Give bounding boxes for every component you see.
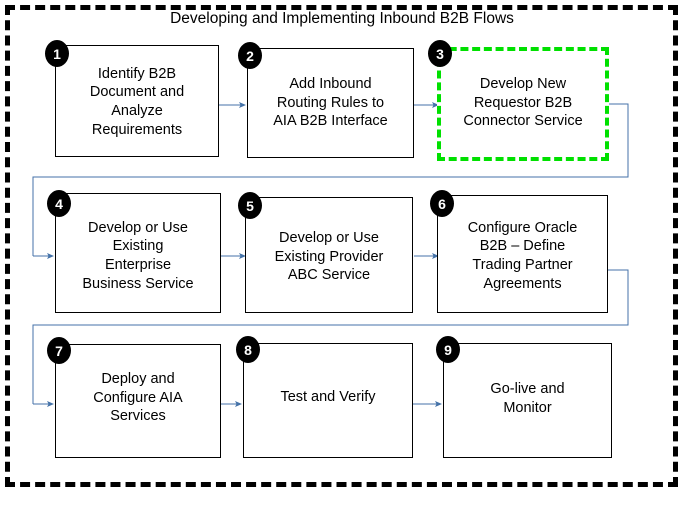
step-1-line-2: Document and	[89, 84, 185, 101]
step-3-label: Develop New Requestor B2B Connector Serv…	[441, 75, 605, 131]
step-6-line-1: Configure Oracle	[467, 219, 578, 236]
step-badge-2: 2	[238, 42, 262, 69]
step-9-line-2: Monitor	[503, 399, 552, 416]
step-9-line-1: Go-live and	[490, 380, 565, 397]
step-5-line-3: ABC Service	[287, 267, 371, 284]
step-1-label: Identify B2B Document and Analyze Requir…	[56, 65, 218, 139]
step-7-line-2: Configure AIA	[93, 389, 183, 406]
step-box-9[interactable]: Go-live and Monitor	[443, 343, 612, 458]
step-badge-8: 8	[236, 336, 260, 363]
step-9-label: Go-live and Monitor	[444, 380, 611, 417]
step-8-line-1: Test and Verify	[280, 389, 376, 406]
step-1-line-4: Requirements	[91, 121, 183, 138]
step-5-label: Develop or Use Existing Provider ABC Ser…	[246, 229, 412, 285]
step-3-line-3: Connector Service	[463, 113, 583, 130]
step-4-line-2: Existing	[112, 238, 164, 255]
step-6-line-3: Trading Partner	[472, 257, 573, 273]
step-box-5[interactable]: Develop or Use Existing Provider ABC Ser…	[245, 197, 413, 313]
step-badge-9: 9	[436, 336, 460, 363]
step-4-label: Develop or Use Existing Enterprise Busin…	[56, 219, 220, 293]
step-badge-1: 1	[45, 40, 69, 67]
step-3-line-2: Requestor B2B	[473, 94, 573, 111]
step-7-line-1: Deploy and	[101, 371, 175, 388]
step-badge-6: 6	[430, 190, 454, 217]
step-box-2[interactable]: Add Inbound Routing Rules to AIA B2B Int…	[247, 48, 414, 158]
step-box-7[interactable]: Deploy and Configure AIA Services	[55, 344, 221, 458]
step-2-line-3: AIA B2B Interface	[273, 113, 388, 130]
outer-dashed-frame	[5, 5, 678, 487]
step-7-line-3: Services	[110, 408, 166, 425]
step-4-line-1: Develop or Use	[88, 219, 188, 236]
step-5-line-1: Develop or Use	[279, 230, 379, 247]
step-4-line-3: Enterprise	[104, 257, 172, 273]
step-5-line-2: Existing Provider	[274, 248, 384, 265]
step-6-line-2: B2B – Define	[479, 238, 566, 255]
step-1-line-1: Identify B2B	[97, 65, 177, 82]
step-2-line-1: Add Inbound	[289, 76, 372, 93]
step-8-label: Test and Verify	[244, 388, 412, 407]
step-6-label: Configure Oracle B2B – Define Trading Pa…	[438, 219, 607, 293]
diagram-title: Developing and Implementing Inbound B2B …	[170, 10, 514, 27]
step-box-1[interactable]: Identify B2B Document and Analyze Requir…	[55, 45, 219, 157]
step-badge-4: 4	[47, 190, 71, 217]
step-box-6[interactable]: Configure Oracle B2B – Define Trading Pa…	[437, 195, 608, 313]
step-2-line-2: Routing Rules to	[276, 94, 385, 111]
step-badge-5: 5	[238, 192, 262, 219]
step-4-line-4: Business Service	[82, 275, 194, 292]
step-badge-3: 3	[428, 40, 452, 67]
step-badge-7: 7	[47, 337, 71, 364]
step-2-label: Add Inbound Routing Rules to AIA B2B Int…	[248, 75, 413, 131]
step-6-line-4: Agreements	[483, 275, 562, 292]
step-3-line-1: Develop New	[479, 76, 567, 93]
step-1-line-3: Analyze	[111, 103, 163, 119]
step-box-8[interactable]: Test and Verify	[243, 343, 413, 458]
step-7-label: Deploy and Configure AIA Services	[56, 370, 220, 426]
step-box-4[interactable]: Develop or Use Existing Enterprise Busin…	[55, 193, 221, 313]
step-box-3[interactable]: Develop New Requestor B2B Connector Serv…	[437, 47, 609, 161]
